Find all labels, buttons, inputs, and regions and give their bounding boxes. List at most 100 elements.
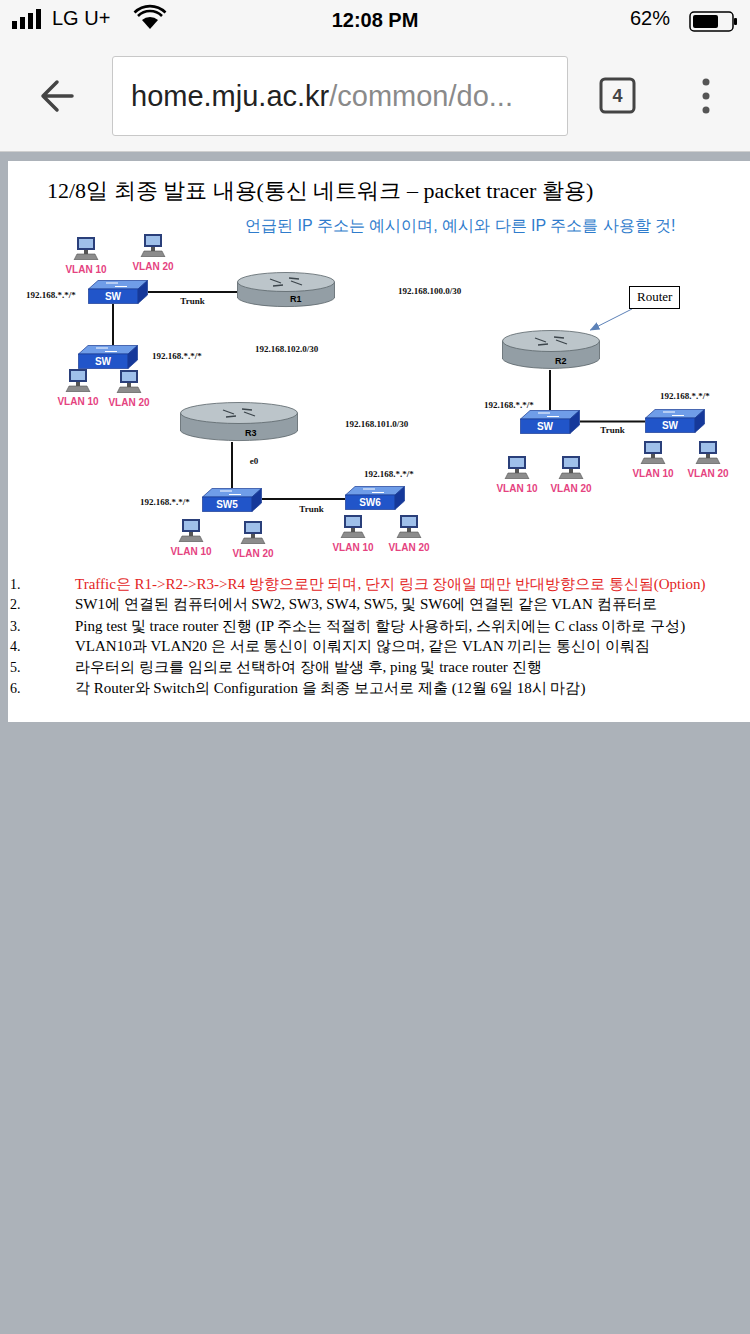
pc-icon: VLAN 10 bbox=[332, 514, 373, 553]
router-symbol bbox=[502, 330, 600, 370]
link-label: Trunk bbox=[599, 425, 625, 435]
computer-symbol bbox=[639, 440, 667, 464]
callout-arrow bbox=[590, 309, 632, 330]
note-text: 언급된 IP 주소는 예시이며, 예시와 다른 IP 주소를 사용할 것! bbox=[245, 217, 676, 235]
router-node: R3 bbox=[180, 402, 298, 442]
router-node: R1 bbox=[237, 272, 335, 308]
vlan-label: VLAN 10 bbox=[65, 264, 106, 275]
link-label: e0 bbox=[249, 456, 260, 466]
link-line bbox=[262, 498, 345, 500]
slide-title: 12/8일 최종 발표 내용(통신 네트워크 – packet tracer 활… bbox=[47, 178, 593, 203]
callout-text: Router bbox=[637, 290, 672, 305]
url-box: home.mju.ac.kr/common/do... bbox=[112, 56, 568, 136]
link-line bbox=[549, 370, 551, 410]
computer-symbol bbox=[64, 368, 92, 392]
vlan-label: VLAN 20 bbox=[132, 261, 173, 272]
ip-label: 192.168.100.0/30 bbox=[398, 286, 461, 296]
switch-node: SW5 bbox=[202, 488, 262, 512]
ip-label: 192.168.*.*/* bbox=[660, 391, 710, 401]
switch-label: SW bbox=[537, 421, 553, 432]
pc-icon: VLAN 10 bbox=[496, 455, 537, 494]
link-line bbox=[231, 442, 233, 488]
vlan-label: VLAN 10 bbox=[57, 396, 98, 407]
vlan-label: VLAN 20 bbox=[550, 483, 591, 494]
ip-label: 192.168.*.*/* bbox=[152, 351, 202, 361]
link-line bbox=[148, 291, 237, 293]
slide-page bbox=[8, 161, 750, 722]
pc-icon: VLAN 10 bbox=[170, 518, 211, 557]
ip-label: 192.168.*.*/* bbox=[364, 469, 414, 479]
clock: 12:08 PM bbox=[332, 9, 419, 32]
list-item: Traffic은 R1->R2->R3->R4 방향으로만 되며, 단지 링크 … bbox=[75, 576, 705, 593]
computer-symbol bbox=[503, 455, 531, 479]
list-number: 6. bbox=[10, 681, 21, 697]
list-number: 2. bbox=[10, 597, 21, 613]
list-number: 1. bbox=[10, 577, 21, 593]
computer-symbol bbox=[115, 369, 143, 393]
router-label: R1 bbox=[290, 295, 302, 305]
router-label: R3 bbox=[245, 429, 257, 439]
router-symbol bbox=[237, 272, 335, 308]
pc-icon: VLAN 20 bbox=[232, 520, 273, 559]
list-item: 각 Router와 Switch의 Configuration 을 최종 보고서… bbox=[75, 680, 585, 697]
switch-node: SW bbox=[78, 345, 138, 369]
computer-symbol bbox=[339, 514, 367, 538]
switch-node: SW bbox=[645, 409, 705, 433]
pc-icon: VLAN 20 bbox=[108, 369, 149, 408]
computer-symbol bbox=[139, 233, 167, 257]
router-label: R2 bbox=[555, 357, 567, 367]
link-line bbox=[112, 304, 114, 345]
ip-label: 192.168.*.*/* bbox=[484, 400, 534, 410]
link-label: Trunk bbox=[298, 504, 324, 514]
url-text: home.mju.ac.kr/common/do... bbox=[131, 57, 513, 135]
battery-percent: 62% bbox=[630, 7, 670, 30]
vlan-label: VLAN 20 bbox=[687, 468, 728, 479]
pc-icon: VLAN 10 bbox=[65, 236, 106, 275]
pc-icon: VLAN 20 bbox=[550, 455, 591, 494]
switch-label: SW6 bbox=[359, 497, 381, 508]
list-number: 5. bbox=[10, 660, 21, 676]
pc-icon: VLAN 20 bbox=[388, 514, 429, 553]
computer-symbol bbox=[72, 236, 100, 260]
list-item: Ping test 및 trace router 진행 (IP 주소는 적절히 … bbox=[75, 618, 685, 635]
switch-label: SW bbox=[95, 356, 111, 367]
router-symbol bbox=[180, 402, 298, 442]
pc-icon: VLAN 10 bbox=[57, 368, 98, 407]
callout-box: Router bbox=[629, 286, 680, 309]
url-host: home.mju.ac.kr bbox=[131, 80, 329, 113]
vlan-label: VLAN 10 bbox=[632, 468, 673, 479]
switch-label: SW5 bbox=[216, 499, 238, 510]
vlan-label: VLAN 10 bbox=[332, 542, 373, 553]
ip-label: 192.168.102.0/30 bbox=[255, 344, 318, 354]
link-line bbox=[580, 421, 645, 423]
switch-node: SW bbox=[520, 410, 580, 434]
pc-icon: VLAN 20 bbox=[687, 440, 728, 479]
list-item: VLAN10과 VLAN20 은 서로 통신이 이뤄지지 않으며, 같은 VLA… bbox=[75, 638, 650, 655]
list-number: 4. bbox=[10, 639, 21, 655]
switch-label: SW bbox=[105, 291, 121, 302]
computer-symbol bbox=[395, 514, 423, 538]
ip-label: 192.168.*.*/* bbox=[140, 497, 190, 507]
vlan-label: VLAN 20 bbox=[232, 548, 273, 559]
switch-label: SW bbox=[662, 420, 678, 431]
switch-node: SW bbox=[88, 280, 148, 304]
router-node: R2 bbox=[502, 330, 600, 370]
vlan-label: VLAN 10 bbox=[496, 483, 537, 494]
ip-label: 192.168.*.*/* bbox=[26, 290, 76, 300]
pc-icon: VLAN 10 bbox=[632, 440, 673, 479]
computer-symbol bbox=[557, 455, 585, 479]
computer-symbol bbox=[694, 440, 722, 464]
vlan-label: VLAN 20 bbox=[108, 397, 149, 408]
tab-count: 4 bbox=[612, 86, 622, 107]
list-number: 3. bbox=[10, 619, 21, 635]
url-path: /common/do... bbox=[329, 80, 513, 113]
ip-label: 192.168.101.0/30 bbox=[345, 419, 408, 429]
pc-icon: VLAN 20 bbox=[132, 233, 173, 272]
carrier-name: LG U+ bbox=[52, 7, 110, 30]
switch-node: SW6 bbox=[345, 486, 405, 510]
link-label: Trunk bbox=[179, 296, 205, 306]
list-item: 라우터의 링크를 임의로 선택하여 장애 발생 후, ping 및 trace … bbox=[75, 659, 542, 676]
computer-symbol bbox=[239, 520, 267, 544]
vlan-label: VLAN 20 bbox=[388, 542, 429, 553]
computer-symbol bbox=[177, 518, 205, 542]
